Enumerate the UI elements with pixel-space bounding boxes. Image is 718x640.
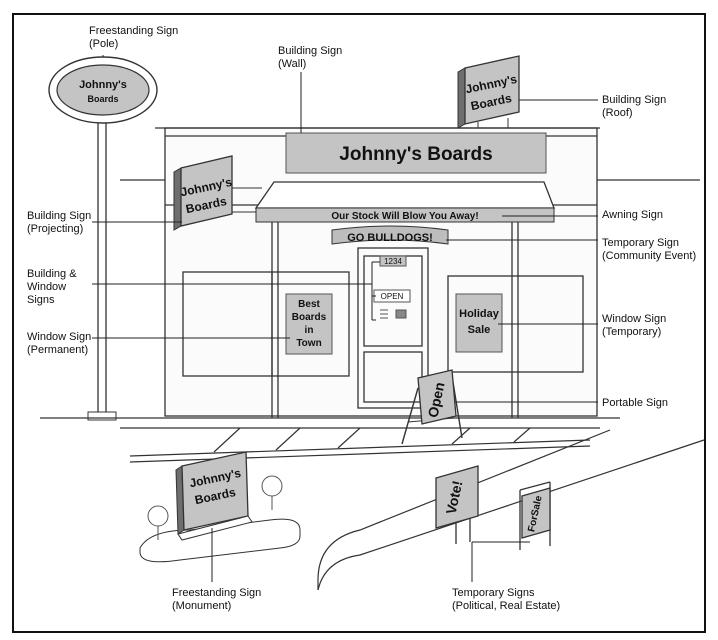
portable-sign: Open <box>401 369 463 445</box>
door-open-sign: OPEN <box>381 292 404 301</box>
callout-political: Temporary Signs (Political, Real Estate) <box>452 587 561 612</box>
monument-sign: Johnny's Boards <box>139 451 301 563</box>
window-sign-permanent: Best Boards in Town <box>285 293 333 355</box>
callout-monument: Freestanding Sign (Monument) <box>172 587 262 612</box>
frame-border <box>12 13 706 633</box>
town-text: Town <box>296 338 321 349</box>
callout-portable: Portable Sign <box>602 397 669 409</box>
callout-pole: Freestanding Sign (Pole) <box>89 25 179 50</box>
banner-sign: GO BULLDOGS! <box>331 225 449 245</box>
sidewalk <box>40 417 705 591</box>
pole-sign: Johnny's Boards <box>48 56 158 421</box>
political-realestate-signs: Vote! ForSale <box>435 465 551 550</box>
in-text: in <box>305 325 314 336</box>
banner-sign-text: GO BULLDOGS! <box>347 232 433 244</box>
address-number: 1234 <box>384 257 402 266</box>
holiday-text: Holiday <box>459 308 500 320</box>
building <box>120 127 700 418</box>
callout-lines <box>92 55 598 582</box>
callout-roof: Building Sign (Roof) <box>602 94 667 119</box>
callout-projecting: Building Sign (Projecting) <box>27 210 92 235</box>
pole-sign-line1: Johnny's <box>79 79 127 91</box>
door-signs: 1234 OPEN <box>373 255 411 319</box>
callout-wall: Building Sign (Wall) <box>278 45 343 70</box>
best-text: Best <box>298 299 320 310</box>
window-sign-temporary: Holiday Sale <box>455 293 503 353</box>
portable-sign-text: Open <box>424 381 447 419</box>
pole-sign-line2: Boards <box>87 94 118 104</box>
wall-sign: Johnny's Boards <box>285 132 547 174</box>
callout-awning: Awning Sign <box>602 209 663 221</box>
projecting-sign: Johnny's Boards <box>173 155 262 231</box>
awning-sign: Our Stock Will Blow You Away! <box>254 181 555 223</box>
awning-sign-text: Our Stock Will Blow You Away! <box>331 211 478 222</box>
callout-window-temporary: Window Sign (Temporary) <box>602 313 667 338</box>
wall-sign-text: Johnny's Boards <box>339 144 492 165</box>
sale-text: Sale <box>468 324 491 336</box>
vote-sign-text: Vote! <box>443 479 466 516</box>
roof-sign: Johnny's Boards <box>457 55 520 129</box>
callout-building-window: Building & Window Signs <box>27 268 77 306</box>
callout-community: Temporary Sign (Community Event) <box>602 237 697 262</box>
callout-window-permanent: Window Sign (Permanent) <box>27 331 92 356</box>
boards-text: Boards <box>292 312 327 323</box>
